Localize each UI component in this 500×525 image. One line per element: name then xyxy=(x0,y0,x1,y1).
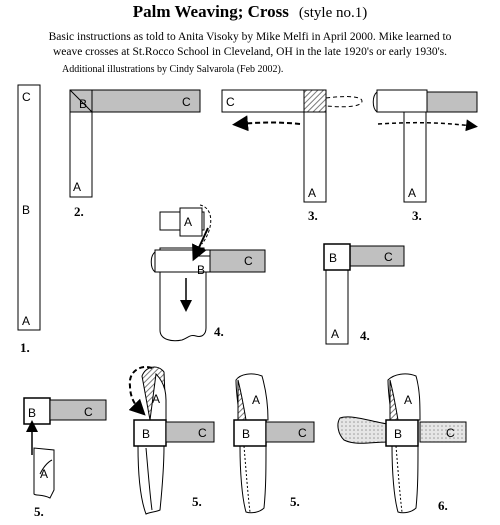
label-c: C xyxy=(182,95,191,109)
step-number: 3. xyxy=(308,208,318,223)
label-b: B xyxy=(142,427,150,441)
intro-text: Basic instructions as told to Anita Viso… xyxy=(10,30,490,60)
label-a: A xyxy=(152,392,160,406)
step-3a-diagram: C A 3. xyxy=(221,89,363,223)
label-a: A xyxy=(184,215,192,229)
step-2-diagram: B C A 2. xyxy=(69,89,201,219)
step-number: 5. xyxy=(192,494,202,509)
step-number: 3. xyxy=(412,208,422,223)
step-5b-diagram: A B C 5. xyxy=(128,366,215,515)
label-b: B xyxy=(242,427,250,441)
label-b: B xyxy=(28,406,36,420)
label-a: A xyxy=(408,186,416,200)
style-note: (style no.1) xyxy=(298,5,368,21)
step-6-diagram: A B C 6. xyxy=(337,373,467,514)
step-number: 1. xyxy=(20,340,30,355)
label-a: A xyxy=(404,393,412,407)
illustration-credit: Additional illustrations by Cindy Salvar… xyxy=(62,64,284,75)
label-a: A xyxy=(22,314,30,328)
label-a: A xyxy=(40,467,48,481)
title-text: Palm Weaving; Cross xyxy=(132,2,289,21)
step-number: 4. xyxy=(214,324,224,339)
step-number: 6. xyxy=(438,498,448,513)
intro-line-1: Basic instructions as told to Anita Viso… xyxy=(48,31,452,43)
label-b: B xyxy=(22,203,30,217)
step-number: 2. xyxy=(74,204,84,219)
label-a: A xyxy=(308,186,316,200)
label-b: B xyxy=(394,427,402,441)
page-title: Palm Weaving; Cross (style no.1) xyxy=(0,2,500,22)
label-c: C xyxy=(22,90,31,104)
label-c: C xyxy=(198,426,207,440)
step-5a-diagram: B C A 5. xyxy=(23,397,107,519)
label-c: C xyxy=(384,250,393,264)
label-c: C xyxy=(244,254,253,268)
label-c: C xyxy=(298,426,307,440)
step-4a-diagram: A B C 4. xyxy=(150,204,266,342)
label-b: B xyxy=(79,97,87,111)
label-c: C xyxy=(226,95,235,109)
step-5c-diagram: A B C 5. xyxy=(233,373,315,514)
step-number: 5. xyxy=(34,504,44,519)
step-number: 5. xyxy=(290,494,300,509)
step-4b-diagram: B C A 4. xyxy=(323,243,405,345)
step-1-diagram: C B A 1. xyxy=(17,84,41,355)
label-c: C xyxy=(446,426,455,440)
label-c: C xyxy=(84,405,93,419)
step-number: 4. xyxy=(360,328,370,343)
intro-line-2: weave crosses at St.Rocco School in Clev… xyxy=(52,46,448,58)
label-b: B xyxy=(197,263,205,277)
label-a: A xyxy=(73,180,81,194)
label-b: B xyxy=(329,251,337,265)
label-a: A xyxy=(331,327,339,341)
label-a: A xyxy=(252,393,260,407)
step-3b-diagram: A 3. xyxy=(372,89,478,223)
